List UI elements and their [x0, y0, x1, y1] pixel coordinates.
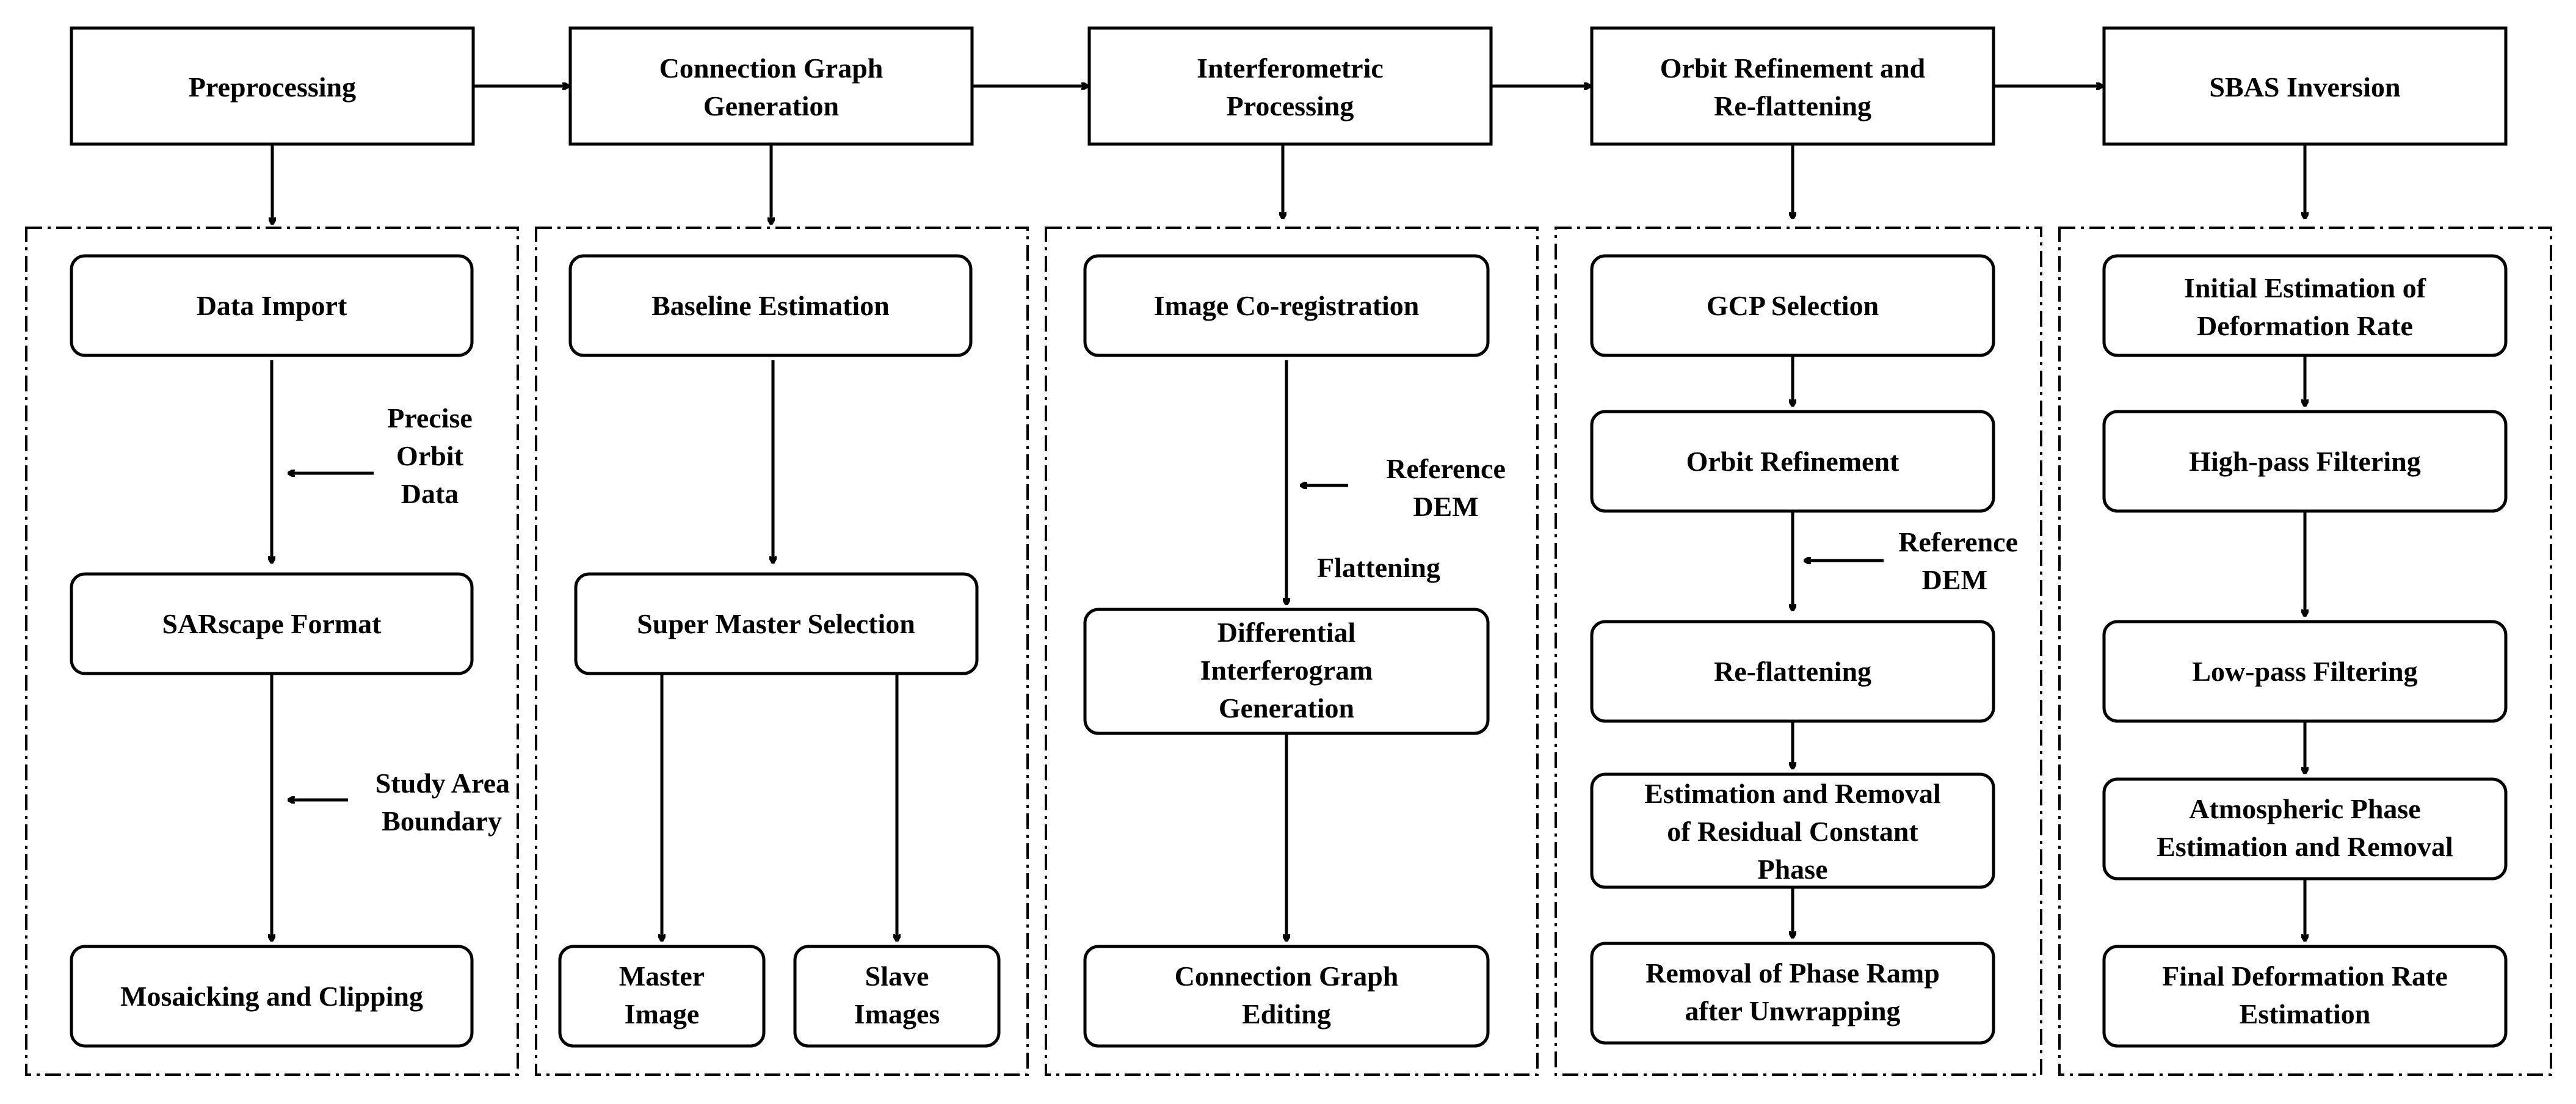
step-initial-deformation-estimation: Initial Estimation of Deformation Rate	[2102, 254, 2508, 357]
step-data-import-label: Data Import	[197, 290, 347, 321]
stage-connection-graph-generation: Connection Graph Generation	[568, 26, 974, 146]
step-low-pass-filtering-label: Low-pass Filtering	[2192, 656, 2417, 687]
panel-connection-graph	[535, 227, 1029, 1076]
stage-connection-graph-label-2: Generation	[703, 90, 839, 122]
step-sarscape-format: SARscape Format	[70, 572, 474, 675]
step-image-coregistration: Image Co-registration	[1083, 254, 1490, 357]
step-residual-constant-phase: Estimation and Removal of Residual Const…	[1590, 772, 1995, 889]
step-low-pass-filtering: Low-pass Filtering	[2102, 620, 2508, 723]
stage-orbit-refinement-reflattening: Orbit Refinement and Re-flattening	[1590, 26, 1995, 146]
step-data-import: Data Import	[70, 254, 474, 357]
step-baseline-estimation-label: Baseline Estimation	[651, 290, 890, 321]
annotation-study-area-boundary: Study Area Boundary	[376, 768, 510, 837]
annotation-reference-dem-1: Reference DEM	[1386, 453, 1506, 522]
stage-connection-graph-label-1: Connection Graph	[659, 53, 883, 84]
step-master-image-label-1: Master	[619, 961, 705, 992]
step-final-deformation-label-1: Final Deformation Rate	[2162, 961, 2448, 992]
panel-orbit-refinement	[1555, 227, 2042, 1076]
step-master-image-label-2: Image	[625, 998, 700, 1030]
step-super-master-selection: Super Master Selection	[574, 572, 979, 675]
step-differential-interferogram-label-1: Differential	[1217, 617, 1356, 648]
step-atmospheric-phase-label-2: Estimation and Removal	[2157, 831, 2453, 862]
panel-sbas-inversion	[2058, 227, 2552, 1076]
step-residual-constant-phase-label-2: of Residual Constant	[1667, 816, 1918, 847]
stage-orbit-refinement-label-1: Orbit Refinement and	[1660, 53, 1926, 84]
step-atmospheric-phase: Atmospheric Phase Estimation and Removal	[2102, 777, 2508, 881]
step-residual-constant-phase-label-3: Phase	[1758, 854, 1828, 885]
step-initial-deformation-label-1: Initial Estimation of	[2184, 272, 2426, 303]
step-super-master-selection-label: Super Master Selection	[637, 608, 915, 639]
annotation-reference-dem-2-line-1: Reference	[1898, 526, 2018, 557]
step-orbit-refinement-label: Orbit Refinement	[1686, 446, 1899, 477]
panel-preprocessing	[25, 227, 519, 1076]
annotation-precise-orbit-line-1: Precise	[387, 402, 473, 434]
step-initial-deformation-label-2: Deformation Rate	[2197, 310, 2413, 341]
step-final-deformation-rate: Final Deformation Rate Estimation	[2102, 945, 2508, 1048]
annotation-flattening: Flattening	[1317, 552, 1440, 583]
step-high-pass-filtering: High-pass Filtering	[2102, 410, 2508, 513]
step-gcp-selection: GCP Selection	[1590, 254, 1995, 357]
step-gcp-selection-label: GCP Selection	[1707, 290, 1879, 321]
step-connection-graph-editing-label-2: Editing	[1242, 998, 1331, 1030]
step-reflattening-label: Re-flattening	[1714, 656, 1871, 687]
step-slave-images-label-2: Images	[854, 998, 940, 1030]
step-mosaicking-clipping: Mosaicking and Clipping	[70, 945, 474, 1048]
annotation-study-area-line-1: Study Area	[376, 768, 510, 799]
step-image-coregistration-label: Image Co-registration	[1154, 290, 1420, 321]
step-sarscape-format-label: SARscape Format	[162, 608, 382, 639]
annotation-reference-dem-1-line-1: Reference	[1386, 453, 1506, 484]
step-differential-interferogram-label-3: Generation	[1219, 692, 1354, 724]
step-removal-phase-ramp-label-1: Removal of Phase Ramp	[1645, 957, 1940, 989]
step-mosaicking-clipping-label: Mosaicking and Clipping	[120, 981, 423, 1012]
step-reflattening: Re-flattening	[1590, 620, 1995, 723]
stage-orbit-refinement-label-2: Re-flattening	[1714, 90, 1871, 122]
step-residual-constant-phase-label-1: Estimation and Removal	[1644, 778, 1941, 809]
step-final-deformation-label-2: Estimation	[2240, 998, 2371, 1030]
annotation-precise-orbit-line-3: Data	[401, 478, 459, 509]
step-connection-graph-editing: Connection Graph Editing	[1083, 945, 1490, 1048]
step-slave-images: Slave Images	[793, 945, 1001, 1048]
step-connection-graph-editing-label-1: Connection Graph	[1175, 961, 1399, 992]
step-high-pass-filtering-label: High-pass Filtering	[2189, 446, 2421, 477]
step-differential-interferogram: Differential Interferogram Generation	[1083, 608, 1490, 735]
stage-sbas-inversion: SBAS Inversion	[2102, 26, 2508, 146]
stage-interferometric-processing: Interferometric Processing	[1087, 26, 1493, 146]
step-differential-interferogram-label-2: Interferogram	[1200, 655, 1373, 686]
annotation-study-area-line-2: Boundary	[382, 805, 502, 837]
stage-interferometric-label-1: Interferometric	[1197, 53, 1384, 84]
step-master-image: Master Image	[558, 945, 766, 1048]
panel-interferometric	[1045, 227, 1539, 1076]
stage-interferometric-label-2: Processing	[1227, 90, 1354, 122]
step-removal-phase-ramp: Removal of Phase Ramp after Unwrapping	[1590, 942, 1995, 1045]
annotation-precise-orbit-data: Precise Orbit Data	[387, 402, 473, 509]
stage-preprocessing-label: Preprocessing	[189, 71, 356, 103]
step-baseline-estimation: Baseline Estimation	[568, 254, 973, 357]
step-atmospheric-phase-label-1: Atmospheric Phase	[2189, 793, 2420, 824]
step-slave-images-label-1: Slave	[865, 961, 929, 992]
step-orbit-refinement: Orbit Refinement	[1590, 410, 1995, 513]
annotation-precise-orbit-line-2: Orbit	[396, 440, 464, 471]
annotation-reference-dem-2: Reference DEM	[1898, 526, 2018, 595]
step-removal-phase-ramp-label-2: after Unwrapping	[1685, 995, 1900, 1026]
stage-sbas-inversion-label: SBAS Inversion	[2209, 71, 2400, 103]
annotation-reference-dem-2-line-2: DEM	[1922, 564, 1987, 595]
stage-preprocessing: Preprocessing	[70, 26, 475, 146]
annotation-reference-dem-1-line-2: DEM	[1413, 491, 1478, 522]
